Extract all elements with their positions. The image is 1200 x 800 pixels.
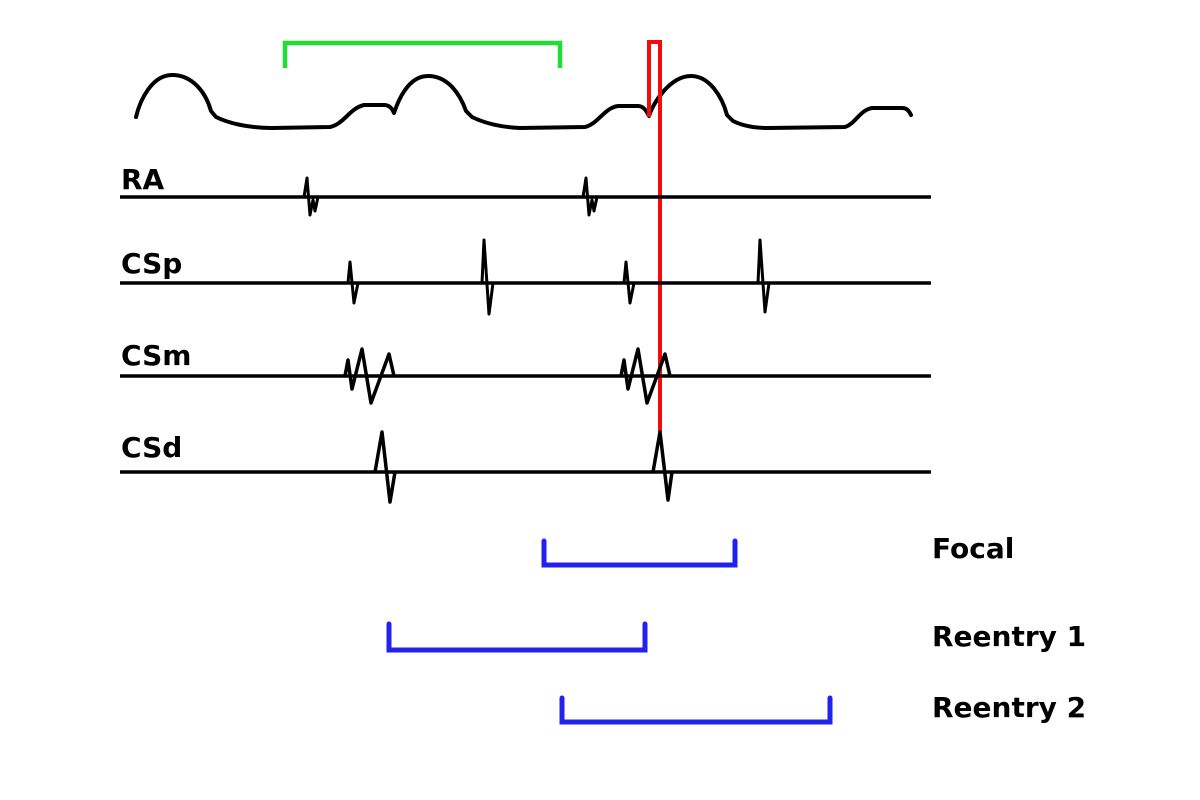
green-interval-bracket	[282, 40, 563, 68]
reentry1-label: Reentry 1	[932, 620, 1087, 653]
focal-label: Focal	[932, 532, 1015, 565]
channel-label-ra: RA	[121, 163, 165, 196]
channel-label-csp: CSp	[121, 247, 183, 280]
csp-spike-4	[756, 238, 771, 314]
channel-label-csm: CSm	[121, 339, 192, 372]
csm-complex-1	[343, 347, 396, 405]
ra-spike-1	[302, 176, 320, 217]
csm-complex-2	[619, 347, 672, 405]
surface-ecg-trace	[134, 73, 913, 130]
reentry2-label: Reentry 2	[932, 691, 1087, 724]
csp-spike-1	[346, 260, 360, 305]
csp-spike-3	[622, 260, 636, 305]
red-event-marker	[647, 40, 662, 432]
reentry2-bracket	[559, 695, 833, 725]
reentry1-bracket	[386, 621, 648, 653]
csd-spike-2	[651, 430, 674, 502]
csp-spike-2	[480, 238, 495, 316]
csd-spike-1	[373, 430, 397, 504]
ra-spike-2	[581, 176, 599, 217]
channel-label-csd: CSd	[121, 431, 183, 464]
focal-bracket	[541, 538, 738, 568]
